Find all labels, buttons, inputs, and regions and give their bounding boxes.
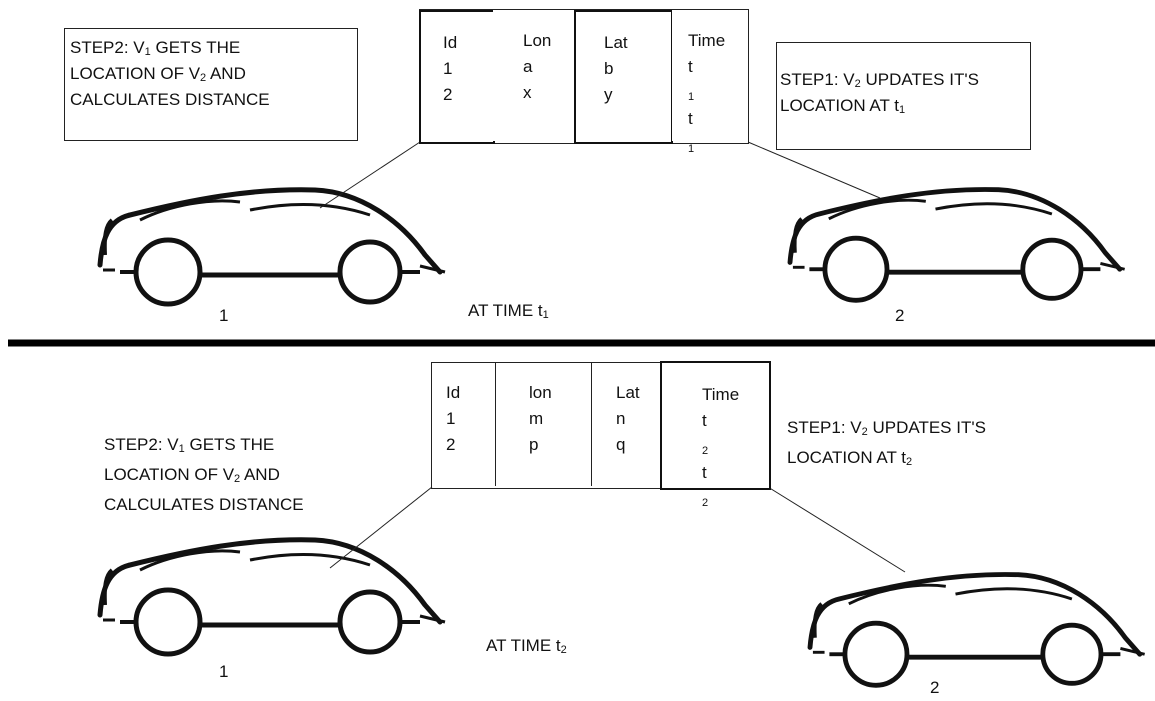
car-2-top [790,189,1125,300]
step2-line2-bottom: LOCATION OF V2 AND [104,465,280,485]
step2-line1-top: STEP2: V1 GETS THE [70,38,241,58]
connector-top-left [319,141,421,209]
step2-line3-bottom: CALCULATES DISTANCE [104,495,304,514]
step2-text-bottom: STEP2: V1 GETS THE LOCATION OF V2 AND CA… [104,430,304,520]
connector-bottom-right [767,486,906,573]
step2-line3-top: CALCULATES DISTANCE [70,90,270,109]
car-1-top [100,190,445,304]
step1-line1-top: STEP1: V2 UPDATES IT'S [780,70,979,90]
car-1-label-bottom: 1 [219,662,229,681]
car-1-label-top: 1 [219,306,229,325]
time-label-bottom: AT TIME t2 [486,636,567,656]
step1-box-top: STEP1: V2 UPDATES IT'S LOCATION AT t1 [776,42,1031,150]
step2-line1-bottom: STEP2: V1 GETS THE [104,435,275,455]
step1-line2-top: LOCATION AT t1 [780,96,906,116]
time-label-top: AT TIME t1 [468,301,549,321]
car-2-label-bottom: 2 [930,678,940,697]
car-2-label-top: 2 [895,306,905,325]
step2-line2-top: LOCATION OF V2 AND [70,64,246,84]
connector-top-right [747,141,881,199]
step1-line1-bottom: STEP1: V2 UPDATES IT'S [787,418,986,438]
step1-text-bottom: STEP1: V2 UPDATES IT'S LOCATION AT t2 [787,413,986,473]
car-1-bottom [100,540,445,654]
connector-bottom-left [329,486,433,569]
car-2-bottom [810,574,1145,685]
step1-line2-bottom: LOCATION AT t2 [787,448,913,468]
step2-box-top: STEP2: V1 GETS THE LOCATION OF V2 AND CA… [64,28,358,141]
